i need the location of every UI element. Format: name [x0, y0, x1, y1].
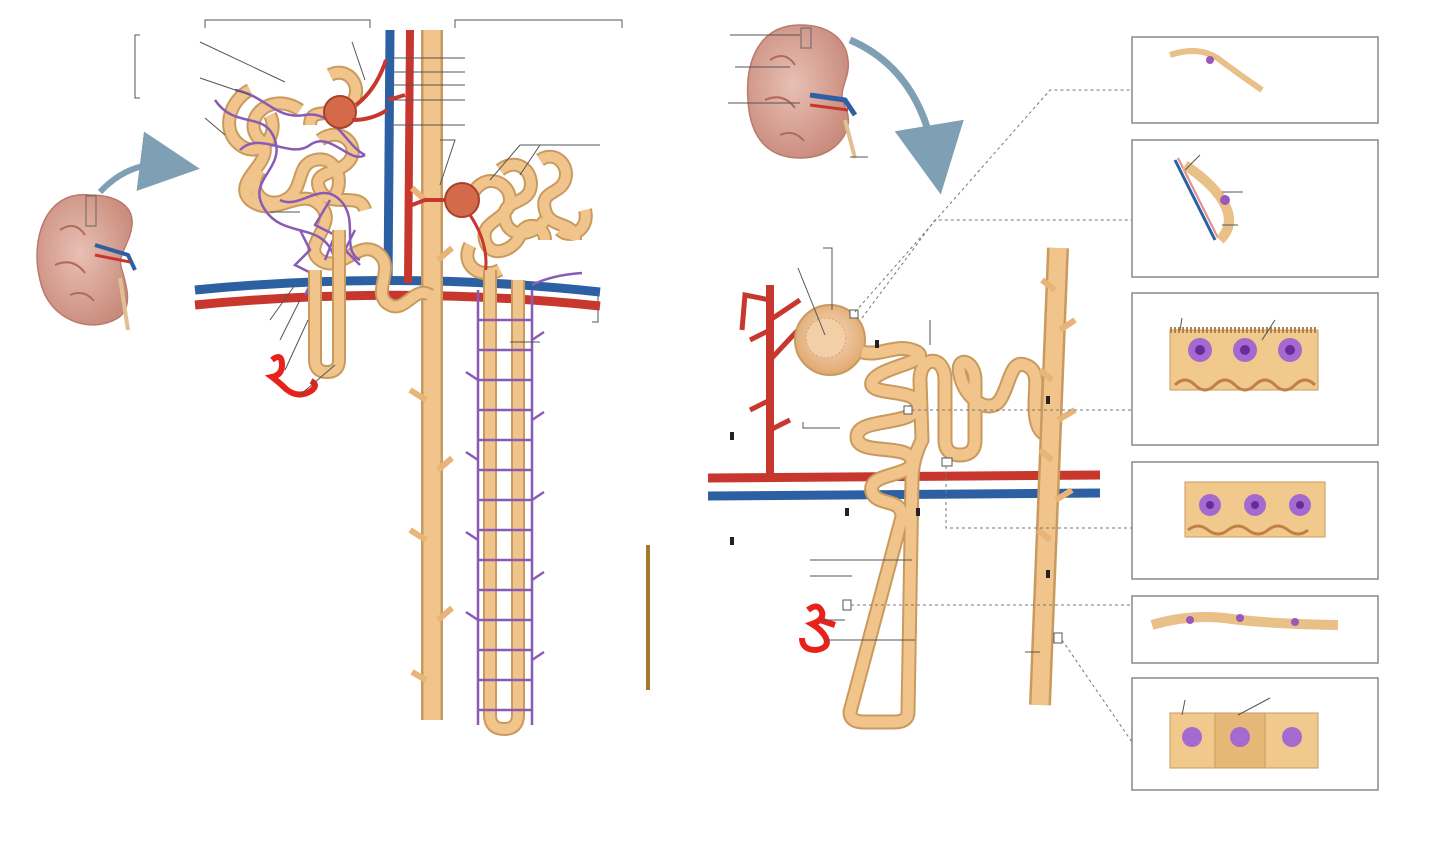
kidney-icon-left — [36, 194, 137, 331]
arcuate-vein-left — [194, 275, 601, 297]
leader-lines-kidney — [728, 34, 868, 158]
collecting-duct-left — [408, 30, 454, 720]
nephron-tubule-right — [842, 341, 1051, 730]
leader-lines-right — [797, 247, 1040, 653]
red-marker-left — [264, 354, 318, 398]
leader-lines-left — [199, 41, 600, 396]
red-marker-right — [799, 603, 836, 654]
arcuate-vein-right — [707, 488, 1101, 501]
zoom-arrow-right — [848, 36, 964, 195]
juxtamedullary-convoluted-tubule — [460, 149, 593, 281]
arcuate-artery-left — [194, 290, 601, 311]
dashed-connectors — [851, 89, 1133, 743]
cortical-nephron-tubule — [222, 65, 434, 314]
callout-box-2 — [1131, 139, 1379, 278]
segment-markers — [842, 309, 1063, 644]
afferent-arteriole-cortical — [387, 93, 406, 102]
interlobular-artery-right — [739, 285, 802, 478]
callout-box-3 — [1131, 292, 1379, 446]
peritubular-capillaries-left — [213, 88, 366, 296]
interlobular-artery — [404, 29, 414, 284]
callout-box-4 — [1131, 461, 1379, 580]
renal-corpuscle — [794, 304, 866, 376]
glomerulus-juxtamedullary — [411, 182, 488, 276]
callout-box-6 — [1131, 677, 1379, 791]
vasa-recta — [465, 271, 583, 725]
collecting-duct-right — [1029, 247, 1077, 706]
zoom-arrow-left — [97, 131, 200, 195]
glomerulus-cortical — [323, 59, 389, 129]
interlobular-vein — [383, 29, 395, 286]
callout-box-5 — [1131, 595, 1379, 664]
callout-box-1 — [1131, 36, 1379, 124]
kidney-icon-right — [746, 24, 858, 159]
flow-markers — [730, 340, 1050, 578]
long-loop-of-henle — [483, 270, 525, 737]
